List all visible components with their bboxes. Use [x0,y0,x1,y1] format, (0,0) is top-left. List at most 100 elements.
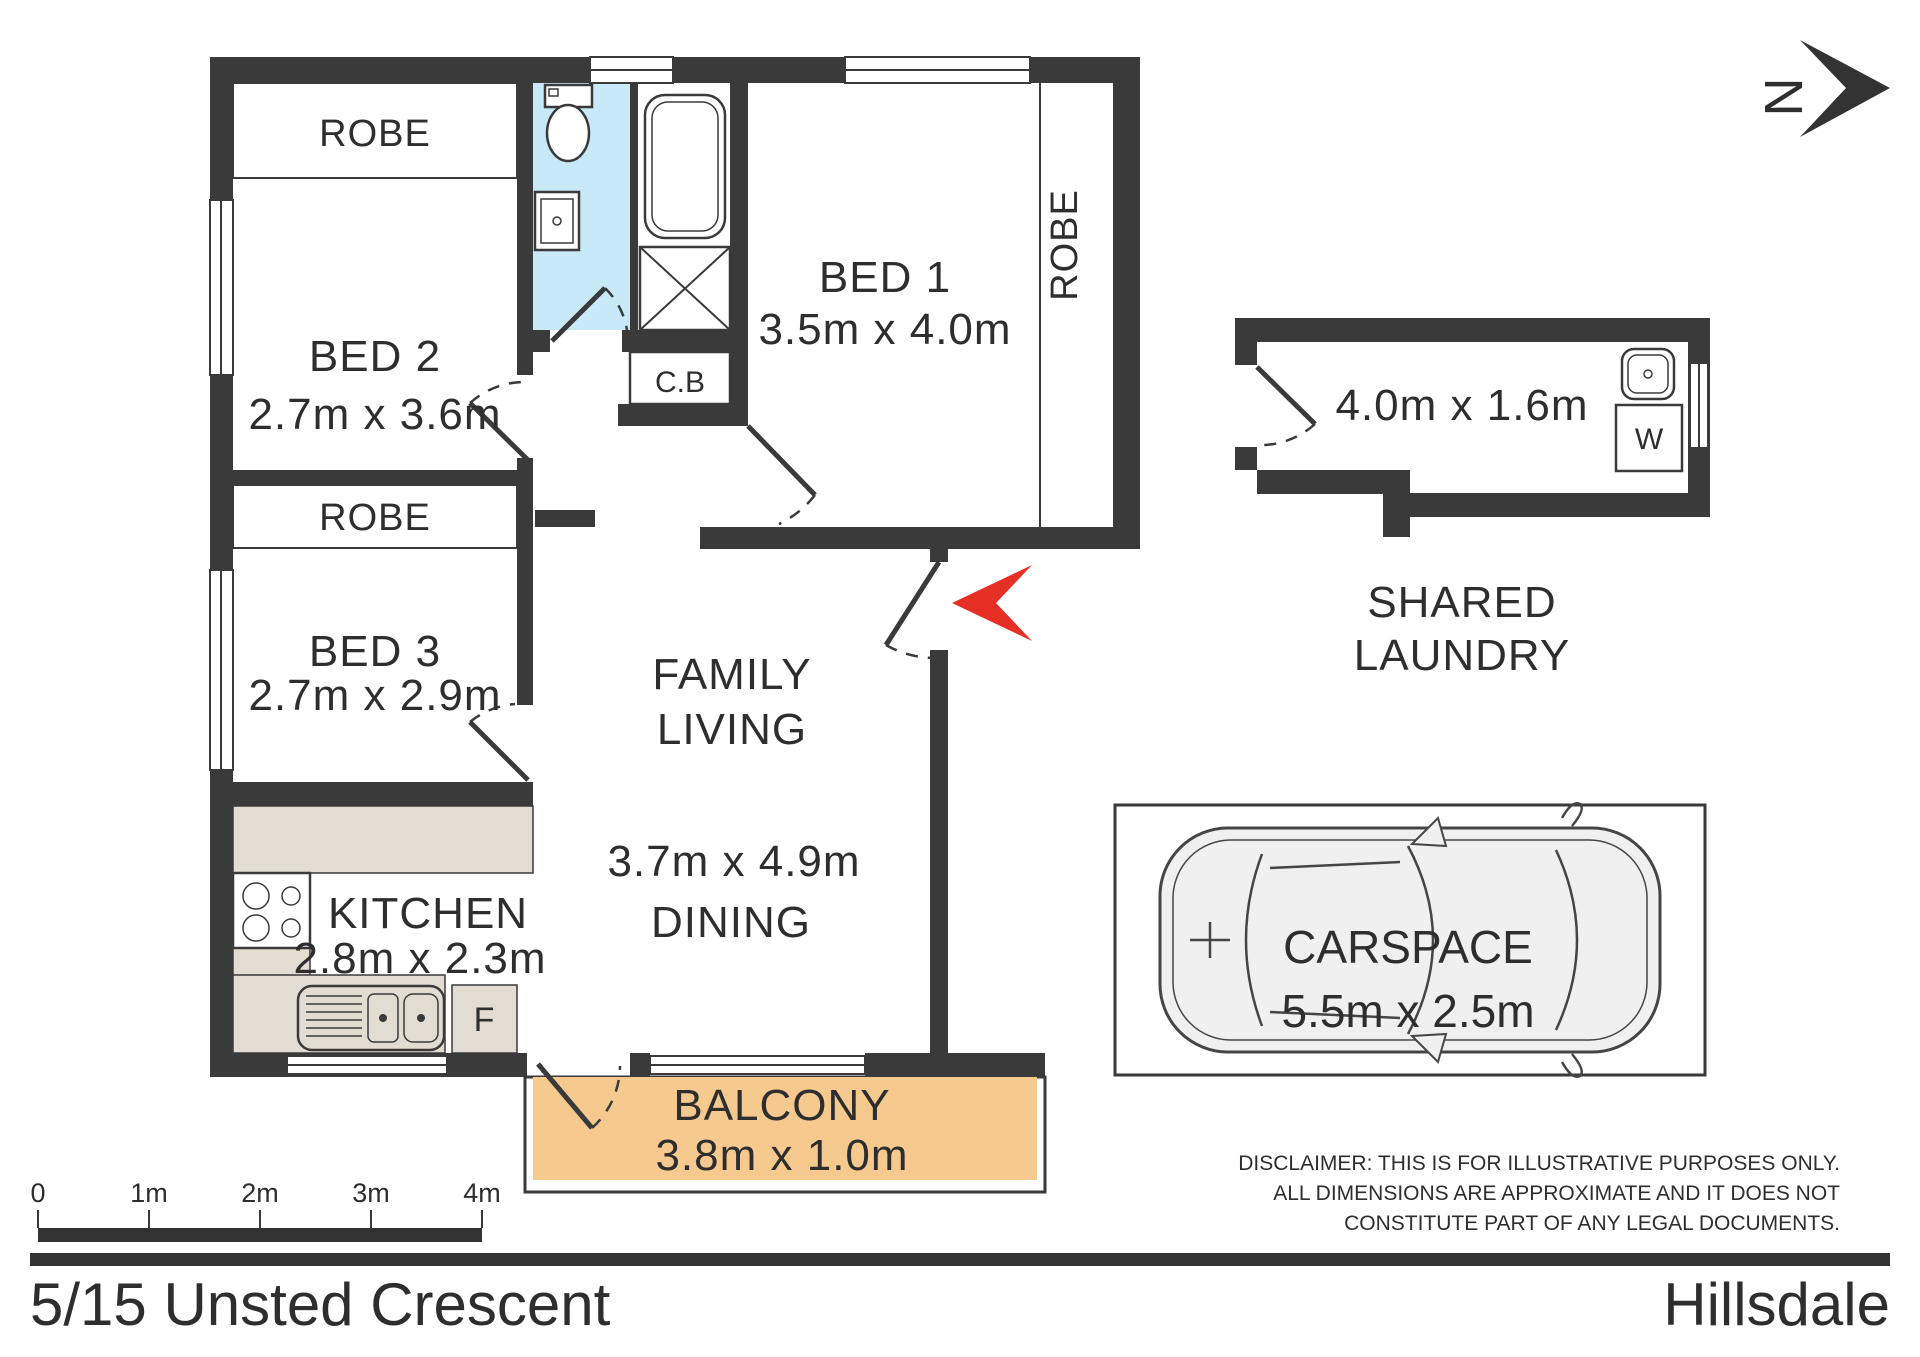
door-bed1 [746,424,817,526]
door-balcony [536,1062,622,1130]
robe-bed2-box [232,82,518,179]
robe-bed1-label: ROBE [1044,189,1086,301]
scale-tick-3: 3m [352,1178,390,1208]
disclaimer: DISCLAIMER: THIS IS FOR ILLUSTRATIVE PUR… [1238,1152,1840,1235]
bed1-label: BED 1 [819,253,951,302]
wall-laundry-bottom-left [1257,470,1383,494]
window-top-bath [589,56,674,84]
scale-bar: 0 1m 2m 3m 4m [30,1178,501,1242]
laundry-label-2: LAUNDRY [1354,631,1570,680]
robe-bed3-label: ROBE [319,497,431,539]
family-label-2: LIVING [657,705,807,754]
balcony-dims: 3.8m x 1.0m [655,1131,908,1180]
footer-address: 5/15 Unsted Crescent [30,1271,611,1338]
carspace-label: CARSPACE [1283,921,1533,973]
balcony-floor [533,1077,1037,1180]
footer-suburb: Hillsdale [1663,1271,1890,1338]
wall-laundry-notch [1383,470,1410,537]
laundry-tub-icon [1620,347,1676,401]
scale-tick-1: 1m [130,1178,168,1208]
entry-arrow-icon [952,565,1032,641]
bed2-label: BED 2 [309,332,441,381]
car-illustration [1158,802,1662,1078]
window-kitchen [286,1055,448,1075]
dining-label: DINING [651,898,811,947]
fridge [451,984,518,1054]
fridge-label: F [474,1001,495,1039]
disclaimer-line2: ALL DIMENSIONS ARE APPROXIMATE AND IT DO… [1273,1182,1840,1205]
wall-bath-tub-divider [630,83,638,330]
wall-balcony-b [865,1053,1045,1077]
robe-bed3-box [232,484,518,549]
door-bed3 [468,702,530,782]
balcony-label: BALCONY [673,1081,890,1130]
wall-bed1-bottom [700,527,1140,549]
washing-machine-icon: W [1614,403,1684,473]
disclaimer-line1: DISCLAIMER: THIS IS FOR ILLUSTRATIVE PUR… [1238,1152,1840,1175]
scale-tick-0: 0 [30,1178,45,1208]
bed3-label: BED 3 [309,627,441,676]
north-arrow-icon: N [1753,40,1890,137]
laundry-dims: 4.0m x 1.6m [1335,381,1588,430]
kitchen-dims: 2.8m x 2.3m [293,934,546,983]
scale-bar-rule [38,1228,482,1242]
vanity-icon [533,190,581,252]
wall-bed2-bed3 [210,470,523,485]
window-balcony [649,1055,866,1075]
wall-bath-bottom-a [517,330,550,352]
balcony [523,1075,1047,1194]
cupboard-label: C.B [655,366,705,399]
wall-laundry-top [1235,318,1710,342]
kitchen-fixtures [231,871,446,1052]
door-bathroom [550,286,630,343]
window-top-bed1 [844,56,1031,84]
windows [209,56,1709,1075]
wall-laundry-left-a [1235,318,1257,365]
bench-left [232,947,311,979]
carspace: CARSPACE 5.5m x 2.5m [1113,802,1707,1078]
family-dims: 3.7m x 4.9m [607,837,860,886]
wall-laundry-bottom-right [1410,493,1688,517]
disclaimer-line3: CONSTITUTE PART OF ANY LEGAL DOCUMENTS. [1344,1212,1840,1235]
room-labels: BED 1 3.5m x 4.0m BED 2 2.7m x 3.6m BED … [248,253,1588,1180]
wall-entry [930,650,948,1077]
scale-tick-2: 2m [241,1178,279,1208]
robes: ROBE ROBE ROBE [232,82,1086,549]
footer: 5/15 Unsted Crescent Hillsdale [30,1253,1890,1338]
washer-label: W [1635,423,1664,456]
kitchen-sink-icon [296,984,446,1052]
bed1-dims: 3.5m x 4.0m [758,305,1011,354]
wall-cb-bottom [618,404,748,426]
carspace-dims: 5.5m x 2.5m [1281,985,1534,1037]
north-label: N [1753,78,1813,117]
wall-bath-bottom-b [622,330,748,352]
kitchen-label: KITCHEN [328,889,528,938]
window-bed3 [209,569,234,771]
toilet-icon [543,83,594,163]
wall-entry-stub [930,549,948,562]
laundry-fixtures: W [1614,347,1684,473]
door-laundry [1255,365,1317,447]
wall-hall-stub [535,510,595,527]
laundry-label-1: SHARED [1367,578,1556,627]
window-bed2 [209,199,234,376]
footer-divider [30,1253,1890,1266]
wall-balcony-a [630,1053,650,1077]
bed2-dims: 2.7m x 3.6m [248,390,501,439]
wall-bed3-right [517,458,533,705]
robe-bed2-label: ROBE [319,113,431,155]
wall-right [1113,57,1140,549]
wall-tub-right [730,83,748,426]
bathroom-fixtures: C.B [533,83,732,406]
family-label-1: FAMILY [652,650,811,699]
bench-top [232,805,534,874]
wall-bed2-right [517,83,533,375]
bathtub-icon [643,93,727,240]
bed3-dims: 2.7m x 2.9m [248,671,501,720]
window-laundry [1689,362,1709,449]
cupboard-box: C.B [628,350,732,406]
linen-cabinet-icon [638,245,732,332]
wall-laundry-left-b [1235,447,1257,470]
